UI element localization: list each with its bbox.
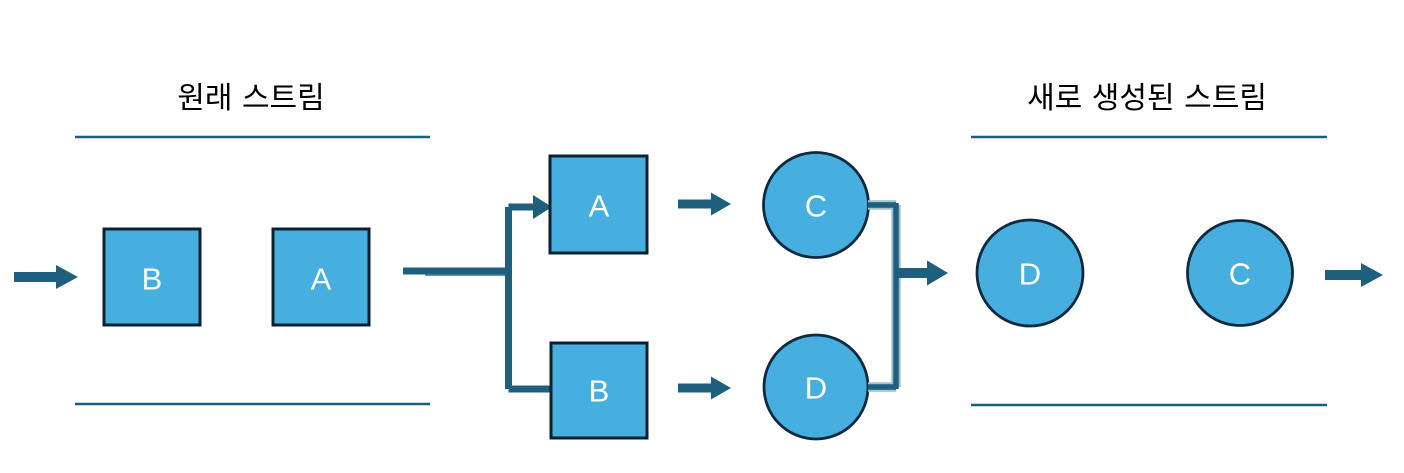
branch-arrowhead-icon [533, 195, 552, 219]
split-square-a-label: A [589, 189, 610, 224]
merge-connector [868, 202, 899, 390]
original-event-square-b-label: B [142, 262, 163, 297]
merge-arrow-icon [894, 260, 948, 286]
original-event-square-b [102, 227, 202, 327]
original-event-square-a [271, 227, 371, 327]
original-stream-title: 원래 스트림 [177, 81, 325, 116]
new-stream-title: 새로 생성된 스트림 [1027, 81, 1267, 116]
result-circle-d-label: D [805, 371, 827, 406]
result-circle-c-label: C [805, 189, 827, 224]
branch-connector [403, 203, 551, 393]
merge-connector-halo [868, 200, 901, 392]
new-stream-circle-d-label: D [1019, 257, 1041, 292]
split-square-a [548, 154, 649, 255]
original-event-square-a-label: A [311, 262, 332, 297]
split-b-to-d-arrow-icon [678, 376, 731, 400]
split-a-to-c-arrow-icon [678, 192, 731, 216]
stream-input-arrow-icon [14, 265, 78, 289]
new-stream-circle-c [1186, 219, 1294, 327]
stream-output-arrow-icon [1325, 263, 1383, 287]
new-stream-circle-d [975, 218, 1085, 328]
split-square-b-label: B [589, 374, 610, 409]
split-square-b [549, 341, 649, 440]
new-stream-circle-c-label: C [1229, 257, 1251, 292]
